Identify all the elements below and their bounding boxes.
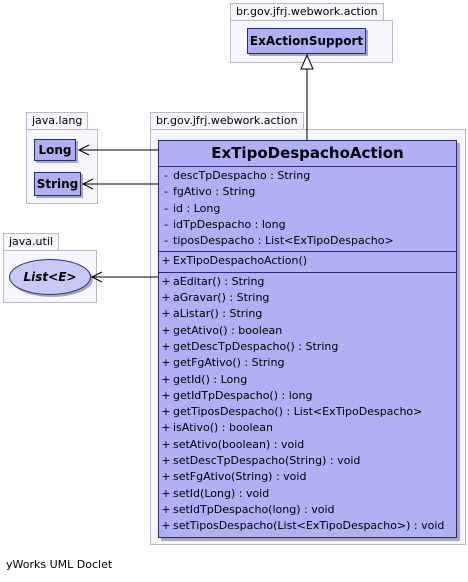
dependency-arrowhead-string	[81, 178, 94, 190]
method-row[interactable]: +isAtivo() : boolean	[159, 420, 456, 436]
field-row[interactable]: -descTpDespacho : String	[159, 168, 456, 184]
visibility-marker: +	[161, 372, 171, 386]
visibility-marker: +	[161, 502, 171, 516]
field-row-text: descTpDespacho : String	[173, 169, 311, 182]
visibility-marker: -	[164, 217, 168, 231]
class-string-label: String	[36, 177, 79, 191]
visibility-marker: +	[161, 339, 171, 353]
class-long-label: Long	[38, 143, 72, 157]
method-row[interactable]: +aListar() : String	[159, 306, 456, 322]
dependency-arrowhead-long	[77, 144, 90, 156]
class-exactionsupport-label: ExActionSupport	[249, 34, 364, 48]
visibility-marker: +	[161, 519, 171, 533]
package-tab-webwork-main: br.gov.jfrj.webwork.action	[150, 112, 304, 129]
visibility-marker: -	[164, 234, 168, 248]
inheritance-arrowhead	[300, 53, 314, 70]
constructor-row-text: ExTipoDespachoAction()	[173, 254, 308, 268]
class-extipodespachoaction[interactable]: ExTipoDespachoAction -descTpDespacho : S…	[158, 140, 457, 538]
package-tab-java-lang: java.lang	[26, 112, 89, 129]
visibility-marker: +	[161, 254, 171, 268]
method-row[interactable]: +setDescTpDespacho(String) : void	[159, 453, 456, 469]
visibility-marker: +	[161, 323, 171, 337]
fields-section: -descTpDespacho : String-fgAtivo : Strin…	[159, 167, 456, 253]
method-row[interactable]: +setAtivo(boolean) : void	[159, 437, 456, 453]
visibility-marker: +	[161, 307, 171, 321]
interface-list-label: List<E>	[23, 270, 77, 284]
dependency-arrowhead-list	[90, 271, 103, 283]
visibility-marker: -	[164, 185, 168, 199]
method-row-text: setDescTpDespacho(String) : void	[173, 454, 361, 468]
method-row[interactable]: +getFgAtivo() : String	[159, 355, 456, 371]
method-row-text: setFgAtivo(String) : void	[173, 470, 307, 484]
field-row-text: tiposDespacho : List<ExTipoDespacho>	[173, 234, 394, 248]
footer-credit: yWorks UML Doclet	[6, 558, 113, 571]
method-row[interactable]: +setId(Long) : void	[159, 486, 456, 502]
method-row[interactable]: +aGravar() : String	[159, 290, 456, 306]
field-row-text: idTpDespacho : long	[173, 217, 286, 231]
constructor-row[interactable]: +ExTipoDespachoAction()	[159, 253, 456, 269]
package-tab-java-util: java.util	[3, 233, 59, 250]
method-row-text: aGravar() : String	[173, 291, 270, 305]
method-row-text: getAtivo() : boolean	[173, 323, 283, 337]
method-row[interactable]: +getIdTpDespacho() : long	[159, 388, 456, 404]
visibility-marker: +	[161, 486, 171, 500]
method-row-text: getDescTpDespacho() : String	[173, 339, 339, 353]
visibility-marker: +	[161, 405, 171, 419]
package-tab-webwork-top: br.gov.jfrj.webwork.action	[230, 3, 384, 20]
method-row-text: setIdTpDespacho(long) : void	[173, 502, 335, 516]
field-row[interactable]: -fgAtivo : String	[159, 184, 456, 200]
class-name: ExTipoDespachoAction	[159, 141, 456, 167]
method-row-text: isAtivo() : boolean	[173, 421, 273, 435]
method-row[interactable]: +setIdTpDespacho(long) : void	[159, 502, 456, 518]
visibility-marker: -	[164, 201, 168, 215]
method-row-text: getId() : Long	[173, 372, 248, 386]
method-row[interactable]: +getAtivo() : boolean	[159, 323, 456, 339]
visibility-marker: +	[161, 454, 171, 468]
method-row-text: setId(Long) : void	[173, 486, 270, 500]
method-row-text: setAtivo(boolean) : void	[173, 437, 305, 451]
visibility-marker: +	[161, 291, 171, 305]
interface-list[interactable]: List<E>	[9, 259, 91, 295]
method-row-text: aListar() : String	[173, 307, 263, 321]
field-row[interactable]: -idTpDespacho : long	[159, 217, 456, 233]
visibility-marker: +	[161, 356, 171, 370]
constructors-section: +ExTipoDespachoAction()	[159, 252, 456, 273]
visibility-marker: +	[161, 388, 171, 402]
class-exactionsupport[interactable]: ExActionSupport	[247, 28, 366, 54]
field-row[interactable]: -tiposDespacho : List<ExTipoDespacho>	[159, 233, 456, 249]
visibility-marker: +	[161, 470, 171, 484]
field-row[interactable]: -id : Long	[159, 201, 456, 217]
methods-section: +aEditar() : String+aGravar() : String+a…	[159, 273, 456, 537]
field-row-text: id : Long	[173, 201, 221, 215]
method-row[interactable]: +getTiposDespacho() : List<ExTipoDespach…	[159, 404, 456, 420]
method-row[interactable]: +aEditar() : String	[159, 274, 456, 290]
method-row-text: getTiposDespacho() : List<ExTipoDespacho…	[173, 405, 423, 419]
class-long[interactable]: Long	[34, 139, 76, 161]
method-row-text: aEditar() : String	[173, 274, 265, 288]
class-string[interactable]: String	[34, 172, 81, 196]
method-row[interactable]: +getDescTpDespacho() : String	[159, 339, 456, 355]
visibility-marker: +	[161, 437, 171, 451]
field-row-text: fgAtivo : String	[173, 185, 256, 199]
method-row-text: getIdTpDespacho() : long	[173, 388, 313, 402]
method-row[interactable]: +setTiposDespacho(List<ExTipoDespacho>) …	[159, 518, 456, 534]
visibility-marker: +	[161, 421, 171, 435]
method-row-text: getFgAtivo() : String	[173, 356, 285, 370]
visibility-marker: -	[164, 169, 168, 182]
method-row[interactable]: +setFgAtivo(String) : void	[159, 469, 456, 485]
method-row-text: setTiposDespacho(List<ExTipoDespacho>) :…	[173, 519, 445, 533]
visibility-marker: +	[161, 274, 171, 288]
method-row[interactable]: +getId() : Long	[159, 372, 456, 388]
